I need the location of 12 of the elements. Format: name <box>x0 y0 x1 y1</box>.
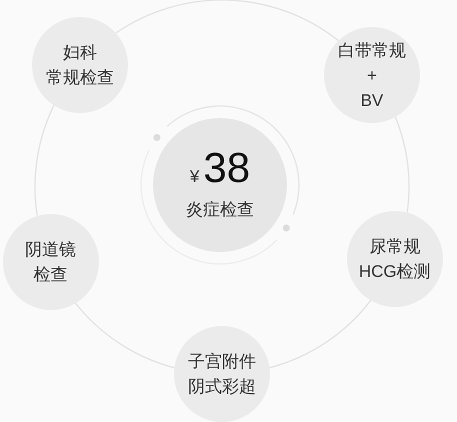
exam-name: 阴道镜检查 <box>25 238 76 286</box>
connector-arc <box>394 116 410 212</box>
connector-arc <box>34 104 54 216</box>
exam-name: 尿常规 HCG检测 <box>358 236 431 283</box>
exam-name: 炎症检查 <box>186 199 254 221</box>
connector-arc <box>116 0 339 42</box>
exam-name: 妇科常规检查 <box>46 42 114 90</box>
price-text: ¥38 <box>190 148 250 193</box>
exam-name: 白带常规 + BV <box>338 40 406 112</box>
connector-arc <box>74 302 175 368</box>
connector-arc <box>269 300 372 368</box>
exam-name: 子宫附件阴式彩超 <box>188 351 256 398</box>
